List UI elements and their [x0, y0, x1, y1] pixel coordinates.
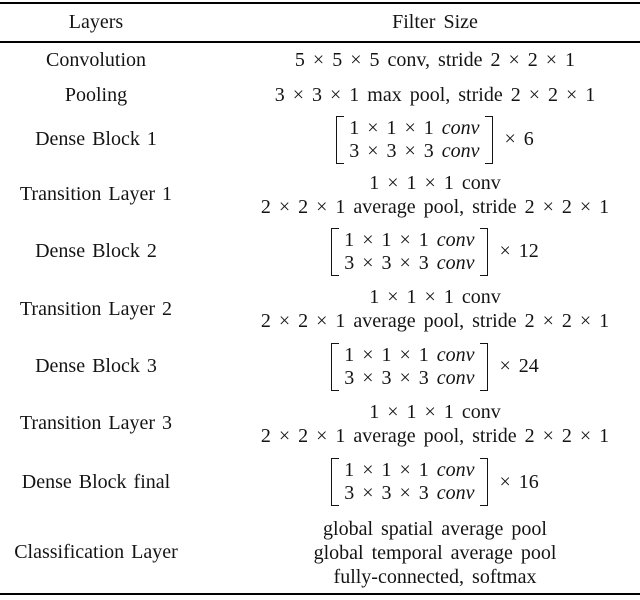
top-rule — [0, 2, 640, 4]
matrix-op: conv — [436, 366, 475, 389]
filter-size-value: 1 × 1 × 1 conv 2 × 2 × 1 average pool, s… — [192, 171, 640, 219]
matrix-multiplier: × 24 — [499, 355, 539, 377]
matrix-dims: 1 × 1 × 1 — [344, 459, 429, 481]
matrix-op: conv — [436, 459, 475, 481]
matrix-right-bracket — [479, 227, 488, 276]
matrix-left-bracket — [331, 227, 340, 276]
header-filter-size-label: Filter Size — [392, 11, 478, 33]
matrix-body: 1 × 1 × 1 conv 3 × 3 × 3 conv — [344, 116, 484, 164]
filter-size-line: global temporal average pool — [313, 541, 557, 564]
matrix-op: conv — [436, 228, 475, 251]
table-row-transition-layer-1: Transition Layer 1 1 × 1 × 1 conv 2 × 2 … — [0, 166, 640, 223]
bottom-rule — [0, 593, 640, 595]
filter-size-line: fully-connected, softmax — [333, 565, 537, 588]
matrix-left-bracket — [331, 458, 340, 506]
layer-name: Classification Layer — [14, 541, 178, 563]
matrix-multiplier: × 6 — [504, 128, 534, 150]
matrix-body: 1 × 1 × 1 conv 3 × 3 × 3 conv — [339, 343, 479, 391]
matrix-dims: 3 × 3 × 3 — [349, 139, 434, 162]
matrix-line: 1 × 1 × 1 conv — [344, 344, 474, 367]
layer-name: Dense Block 3 — [35, 355, 157, 377]
layer-name: Transition Layer 3 — [19, 412, 173, 434]
layer-name: Transition Layer 1 — [19, 183, 173, 205]
matrix-line: 1 × 1 × 1 conv — [349, 117, 479, 140]
filter-size-value: 1 × 1 × 1 conv 3 × 3 × 3 conv × 12 — [192, 227, 640, 276]
filter-size-line: 3 × 3 × 1 max pool, stride 2 × 2 × 1 — [274, 84, 596, 106]
filter-size-value: 1 × 1 × 1 conv 3 × 3 × 3 conv × 16 — [192, 458, 640, 506]
filter-size-value: 3 × 3 × 1 max pool, stride 2 × 2 × 1 — [192, 83, 640, 107]
table-row-dense-block-1: Dense Block 1 1 × 1 × 1 conv 3 × 3 × 3 c… — [0, 113, 640, 166]
filter-size-value: 1 × 1 × 1 conv 2 × 2 × 1 average pool, s… — [192, 285, 640, 333]
layer-name: Pooling — [64, 83, 128, 106]
table-row-transition-layer-2: Transition Layer 2 1 × 1 × 1 conv 2 × 2 … — [0, 280, 640, 338]
filter-size-line: 1 × 1 × 1 conv — [369, 171, 501, 194]
table-row-pooling: Pooling 3 × 3 × 1 max pool, stride 2 × 2… — [0, 77, 640, 113]
matrix-right-bracket — [484, 115, 493, 164]
matrix-dims: 3 × 3 × 3 — [344, 482, 429, 504]
filter-size-value: global spatial average pool global tempo… — [192, 517, 640, 589]
dense-block-matrix: 1 × 1 × 1 conv 3 × 3 × 3 conv × 6 — [336, 115, 534, 164]
matrix-body: 1 × 1 × 1 conv 3 × 3 × 3 conv — [339, 458, 479, 506]
matrix-left-bracket — [336, 115, 345, 164]
matrix-body: 1 × 1 × 1 conv 3 × 3 × 3 conv — [339, 228, 479, 276]
table-row-dense-block-final: Dense Block final 1 × 1 × 1 conv 3 × 3 ×… — [0, 452, 640, 512]
filter-size-line: 2 × 2 × 1 average pool, stride 2 × 2 × 1 — [260, 310, 610, 332]
table-row-dense-block-2: Dense Block 2 1 × 1 × 1 conv 3 × 3 × 3 c… — [0, 223, 640, 280]
filter-size-value: 1 × 1 × 1 conv 3 × 3 × 3 conv × 24 — [192, 342, 640, 391]
layer-name: Transition Layer 2 — [19, 297, 173, 320]
filter-size-line: 5 × 5 × 5 conv, stride 2 × 2 × 1 — [294, 49, 576, 71]
matrix-dims: 1 × 1 × 1 — [344, 343, 429, 366]
matrix-dims: 3 × 3 × 3 — [344, 366, 429, 389]
matrix-op: conv — [436, 343, 475, 366]
filter-size-line: 2 × 2 × 1 average pool, stride 2 × 2 × 1 — [260, 424, 610, 447]
matrix-left-bracket — [331, 342, 340, 391]
dense-block-matrix: 1 × 1 × 1 conv 3 × 3 × 3 conv × 16 — [331, 458, 539, 506]
matrix-dims: 3 × 3 × 3 — [344, 251, 429, 274]
matrix-dims: 1 × 1 × 1 — [349, 116, 434, 139]
matrix-line: 1 × 1 × 1 conv — [344, 229, 474, 252]
table-row-convolution: Convolution 5 × 5 × 5 conv, stride 2 × 2… — [0, 43, 640, 77]
matrix-op: conv — [441, 116, 480, 139]
matrix-multiplier: × 12 — [499, 240, 539, 262]
matrix-right-bracket — [479, 342, 488, 391]
matrix-line: 3 × 3 × 3 conv — [349, 140, 479, 163]
layer-name: Dense Block 2 — [35, 240, 157, 262]
filter-size-value: 5 × 5 × 5 conv, stride 2 × 2 × 1 — [192, 48, 640, 72]
matrix-line: 3 × 3 × 3 conv — [344, 367, 474, 390]
matrix-multiplier: × 16 — [499, 470, 539, 493]
filter-size-value: 1 × 1 × 1 conv 2 × 2 × 1 average pool, s… — [192, 400, 640, 448]
table-row-transition-layer-3: Transition Layer 3 1 × 1 × 1 conv 2 × 2 … — [0, 395, 640, 452]
matrix-dims: 1 × 1 × 1 — [344, 228, 429, 251]
layer-name: Dense Block final — [21, 470, 171, 493]
bottom-margin — [0, 595, 640, 600]
matrix-line: 3 × 3 × 3 conv — [344, 482, 474, 505]
matrix-op: conv — [436, 251, 475, 274]
filter-size-value: 1 × 1 × 1 conv 3 × 3 × 3 conv × 6 — [192, 115, 640, 164]
table-row-dense-block-3: Dense Block 3 1 × 1 × 1 conv 3 × 3 × 3 c… — [0, 338, 640, 395]
table-header-row: Layers Filter Size — [0, 4, 640, 41]
matrix-op: conv — [436, 482, 475, 504]
matrix-right-bracket — [479, 458, 488, 506]
table-row-classification-layer: Classification Layer global spatial aver… — [0, 512, 640, 593]
filter-size-line: 2 × 2 × 1 average pool, stride 2 × 2 × 1 — [260, 195, 610, 218]
matrix-line: 1 × 1 × 1 conv — [344, 459, 474, 482]
filter-size-line: 1 × 1 × 1 conv — [369, 400, 501, 423]
layer-name: Convolution — [45, 48, 146, 71]
header-layers-label: Layers — [68, 11, 124, 33]
layer-name: Dense Block 1 — [35, 128, 157, 150]
matrix-op: conv — [441, 139, 480, 162]
matrix-line: 3 × 3 × 3 conv — [344, 252, 474, 275]
filter-size-line: 1 × 1 × 1 conv — [369, 286, 501, 308]
dense-block-matrix: 1 × 1 × 1 conv 3 × 3 × 3 conv × 24 — [331, 342, 539, 391]
header-rule — [0, 41, 640, 43]
filter-size-line: global spatial average pool — [323, 517, 547, 540]
dense-block-matrix: 1 × 1 × 1 conv 3 × 3 × 3 conv × 12 — [331, 227, 539, 276]
